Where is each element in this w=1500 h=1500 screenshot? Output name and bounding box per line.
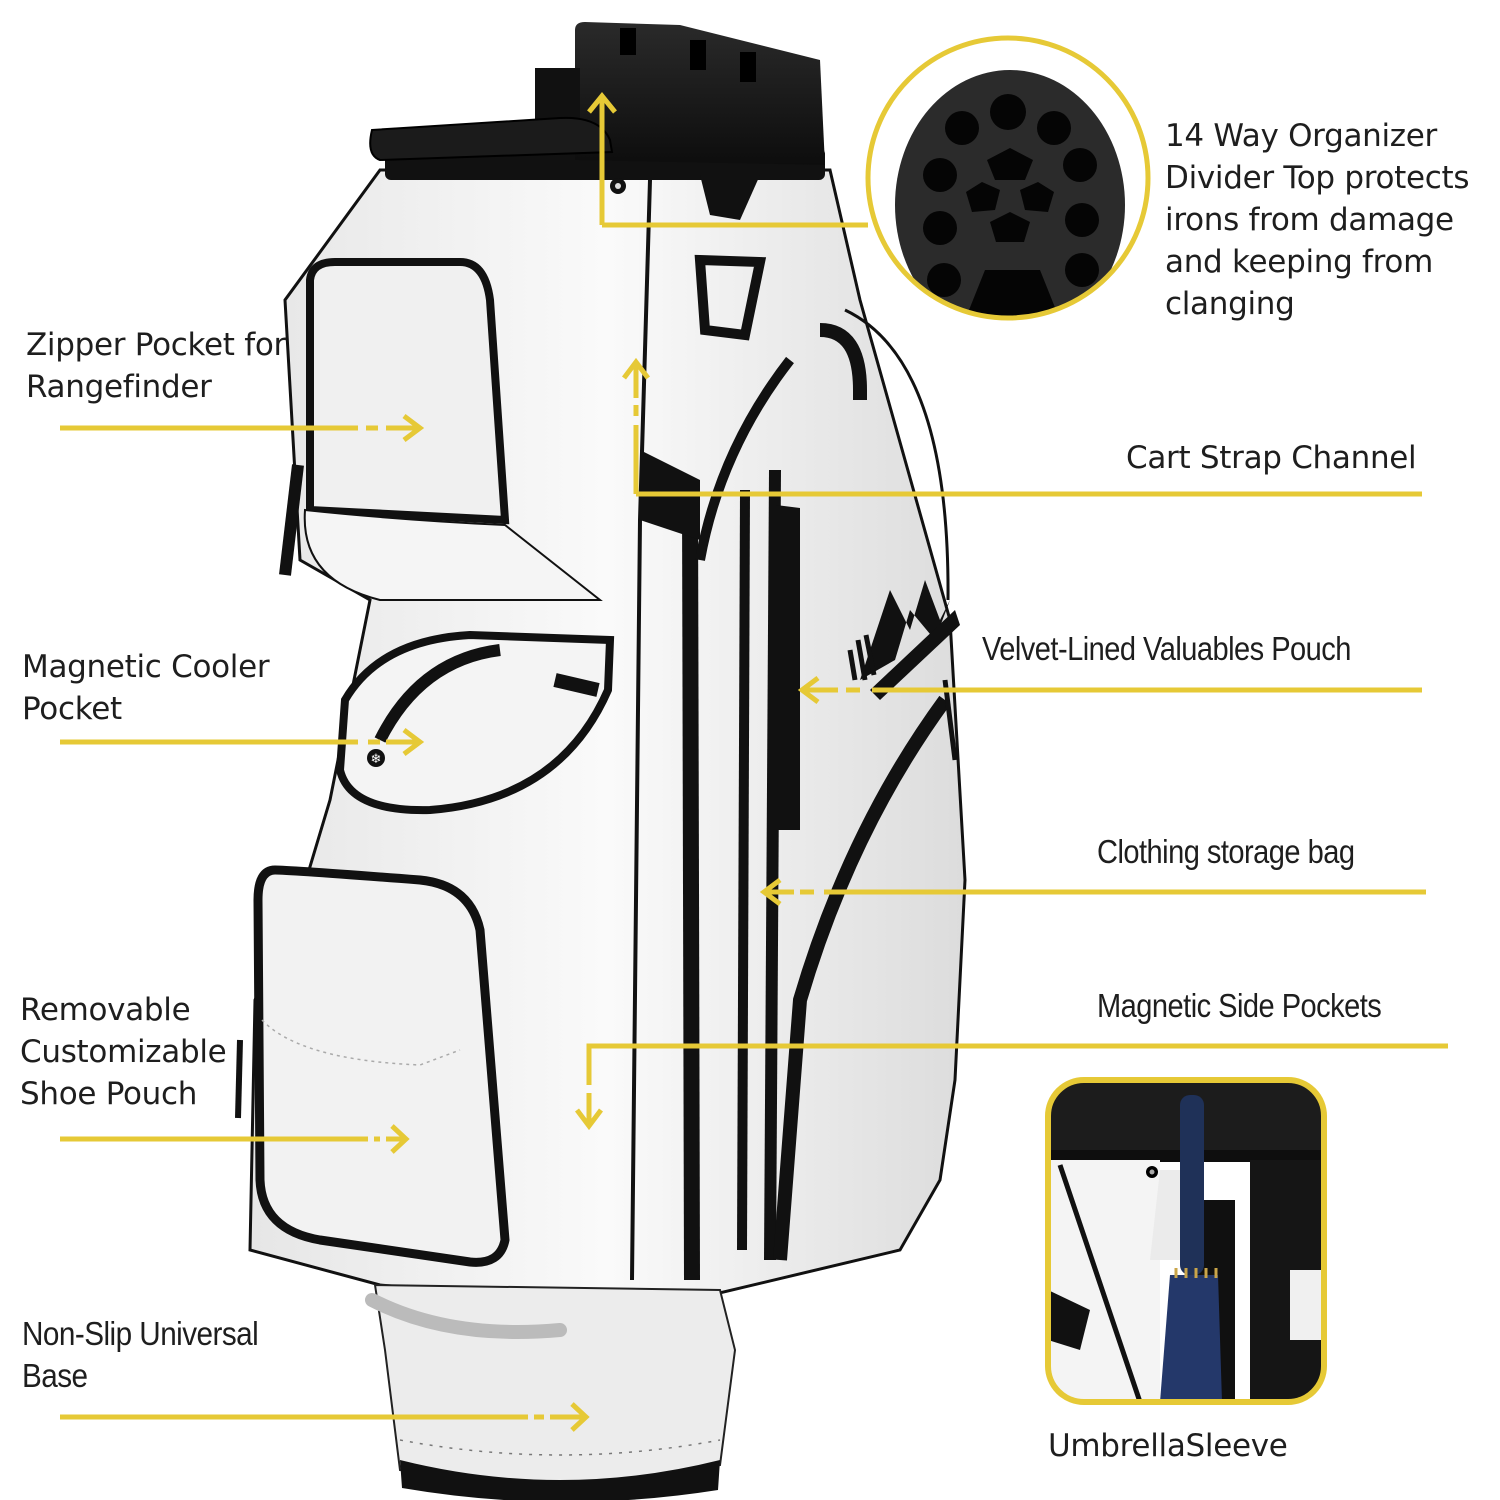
rangefinder-pocket <box>279 258 603 601</box>
shoe-pouch-callout-line <box>60 1124 410 1154</box>
divider-top-callout-line <box>587 92 868 228</box>
cart-strap-callout-line <box>622 357 1422 497</box>
clothing-callout-line <box>759 878 1426 906</box>
valuables-label: Velvet-Lined Valuables Pouch <box>982 630 1351 667</box>
cooler-callout-line <box>60 728 425 756</box>
base-callout-line <box>60 1402 590 1432</box>
umbrella-sleeve-inset <box>1045 1077 1327 1405</box>
rangefinder-callout-line <box>60 414 425 442</box>
bag-body: ❄ <box>235 22 967 1500</box>
shoe-pouch <box>235 865 510 1267</box>
brand-logo <box>847 580 960 700</box>
cart-strap-label: Cart Strap Channel <box>1126 440 1417 476</box>
valuables-callout-line <box>797 676 1422 704</box>
rangefinder-label: Zipper Pocket for Rangefinder <box>26 327 286 405</box>
divider-top-label: 14 Way Organizer Divider Top protects ir… <box>1165 118 1470 322</box>
shoe-pouch-label: Removable Customizable Shoe Pouch <box>20 992 227 1112</box>
side-pockets-label: Magnetic Side Pockets <box>1097 987 1382 1024</box>
side-pockets-callout-line <box>575 1043 1448 1131</box>
base-label: Non-Slip Universal Base <box>22 1315 259 1394</box>
snowflake-icon: ❄ <box>371 752 382 767</box>
organizer-top-inset <box>865 35 1151 321</box>
umbrella-label: UmbrellaSleeve <box>1048 1428 1288 1464</box>
cooler-pocket: ❄ <box>335 630 615 815</box>
cooler-label: Magnetic Cooler Pocket <box>22 649 270 727</box>
clothing-label: Clothing storage bag <box>1097 833 1355 870</box>
